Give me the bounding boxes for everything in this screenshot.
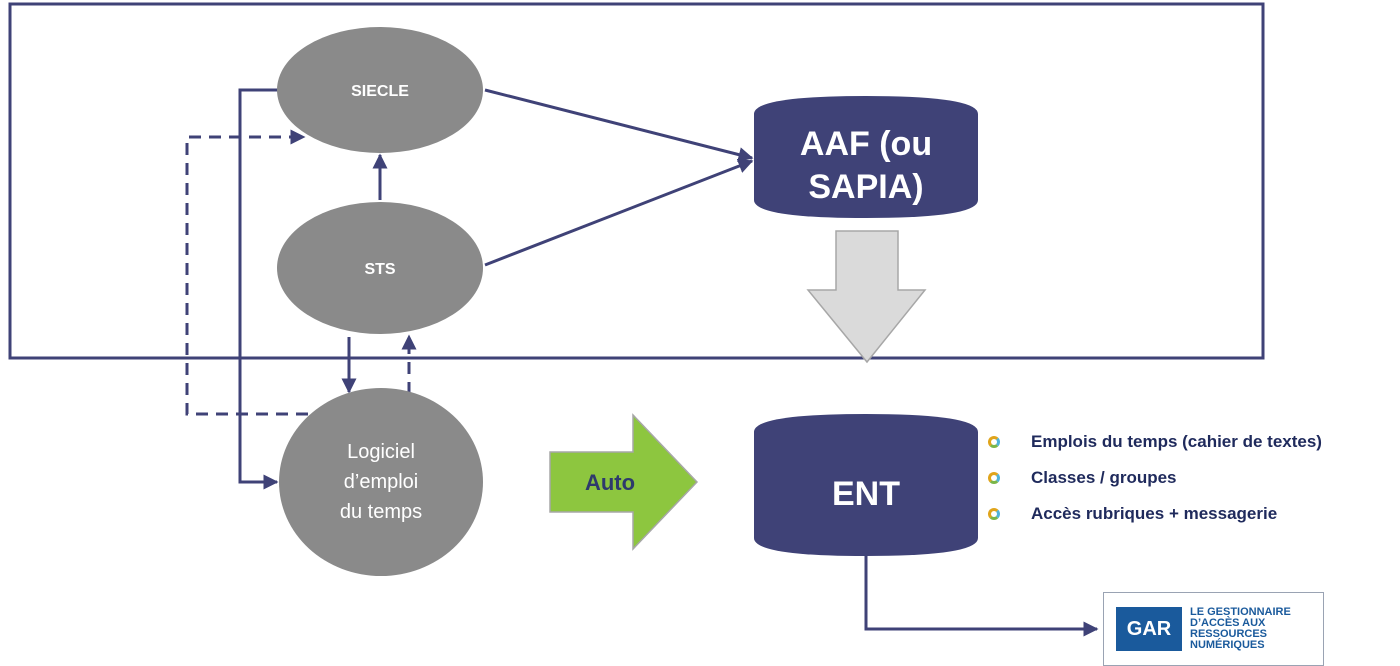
list-item: Classes / groupes <box>988 460 1322 496</box>
gar-tagline: LE GESTIONNAIRE D’ACCÈS AUX RESSOURCES N… <box>1190 606 1291 651</box>
feature-label: Classes / groupes <box>1031 468 1177 487</box>
sts-to-aaf-arrow <box>484 158 754 267</box>
logiciel-label-line-2: d’emploi <box>344 471 418 493</box>
aaf-to-ent-arrow <box>806 230 927 364</box>
feature-label: Accès rubriques + messagerie <box>1031 504 1278 523</box>
logiciel-node: Logiciel d’emploi du temps <box>279 388 483 576</box>
bullet-icon <box>988 472 1000 484</box>
ent-label: ENT <box>832 475 900 513</box>
connector-lines <box>185 88 1099 637</box>
logiciel-label-line-3: du temps <box>340 501 422 523</box>
auto-arrow: Auto <box>549 413 699 551</box>
feature-label: Emplois du temps (cahier de textes) <box>1031 432 1322 451</box>
ent-to-gar-arrow <box>864 556 1099 637</box>
bullet-icon <box>988 436 1000 448</box>
ent-database: ENT <box>754 414 978 556</box>
sts-label: STS <box>364 261 395 278</box>
aaf-label-line-1: AAF (ou <box>800 125 932 163</box>
logiciel-label-line-1: Logiciel <box>347 441 415 463</box>
list-item: Emplois du temps (cahier de textes) <box>988 424 1322 460</box>
siecle-to-aaf-arrow <box>484 88 754 162</box>
aaf-label-line-2: SAPIA) <box>808 168 923 206</box>
system-frame <box>8 2 1265 360</box>
list-item: Accès rubriques + messagerie <box>988 496 1322 532</box>
sts-node: STS <box>277 202 483 334</box>
siecle-label: SIECLE <box>351 83 409 100</box>
aaf-database: AAF (ou SAPIA) <box>754 96 978 218</box>
auto-label: Auto <box>585 470 635 495</box>
siecle-node: SIECLE <box>277 27 483 153</box>
ent-feature-list: Emplois du temps (cahier de textes) Clas… <box>988 424 1322 532</box>
siecle-to-logiciel-arrow <box>238 88 280 490</box>
gar-abbr: GAR <box>1116 607 1182 651</box>
bullet-icon <box>988 508 1000 520</box>
logiciel-to-siecle-dashed-arrow <box>185 129 308 416</box>
gar-logo: GAR LE GESTIONNAIRE D’ACCÈS AUX RESSOURC… <box>1103 592 1324 666</box>
